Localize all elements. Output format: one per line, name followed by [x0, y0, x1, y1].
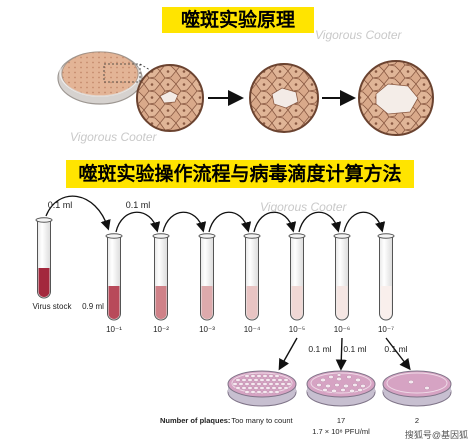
dilution-label-3: 10⁻³ [199, 325, 215, 334]
dilution-tube-6 [333, 233, 351, 321]
procedure-title: 噬斑实验操作流程与病毒滴度计算方法 [66, 160, 414, 188]
plating-row: 0.1 ml 0.1 ml 0.1 ml [227, 337, 452, 407]
cell-layer-stage-3 [358, 60, 434, 136]
watermark-1: Vigorous Cooter [315, 28, 402, 42]
plate-1-count: Too many to count [231, 416, 293, 425]
diluent-volume-label: 0.9 ml [82, 302, 104, 311]
plating-volume-label-3: 0.1 ml [384, 344, 407, 354]
dilution-label-7: 10⁻⁷ [378, 325, 394, 334]
transfer-arrow-1 [115, 211, 161, 233]
transfer-arrow-6 [343, 211, 386, 233]
dilution-tube-2 [152, 233, 170, 321]
virus-stock-tube [35, 217, 53, 299]
plate-3-count: 2 [415, 416, 419, 425]
transfer-arrow-2 [162, 211, 207, 233]
plate-2-count: 17 [337, 416, 345, 425]
dilution-tube-3-liquid [201, 286, 213, 319]
dilution-tube-7-liquid [380, 286, 392, 319]
dilution-tube-4-liquid [246, 286, 258, 319]
stock-transfer-label: 0.1 ml [48, 200, 73, 210]
stock-label: Virus stock [33, 302, 73, 311]
transfer-arrow-3 [208, 211, 252, 233]
plaques-label: Number of plaques: [160, 416, 230, 425]
watermark-2: Vigorous Cooter [70, 130, 157, 144]
petri-dish [57, 47, 151, 119]
dilution-tube-5 [288, 233, 306, 321]
plating-arrow-1 [278, 337, 298, 371]
dilution-label-4: 10⁻⁴ [244, 325, 261, 334]
plating-volume-label-1: 0.1 ml [308, 344, 331, 354]
watermark-3: Vigorous Cooter [260, 200, 347, 214]
dilution-tube-1 [105, 233, 123, 321]
dilution-label-6: 10⁻⁶ [334, 325, 350, 334]
principle-title: 噬斑实验原理 [162, 7, 314, 33]
cell-layer-stage-2 [249, 63, 319, 133]
plate-3 [382, 370, 452, 407]
dilution-label-5: 10⁻⁵ [289, 325, 305, 334]
plating-arrow-3 [385, 337, 411, 371]
dilution-tube-1-liquid [108, 286, 120, 319]
dilution-tube-5-liquid [291, 286, 303, 319]
dilution-tube-6-liquid [336, 286, 348, 319]
transfer-arrow-4 [253, 211, 297, 233]
virus-stock-tube-liquid [38, 268, 50, 297]
titer-label: 1.7 × 10⁸ PFU/ml [312, 427, 370, 436]
dilution-label-2: 10⁻² [153, 325, 169, 334]
transfer-arrow-5 [298, 211, 342, 233]
dilution-tube-7 [377, 233, 395, 321]
dilution-series: 10⁻¹ 10⁻² 10⁻³ 10⁻⁴ 10⁻⁵ 10⁻⁶ 10⁻⁷ 0.1 ml [35, 195, 395, 334]
cell-layer-stage-1 [136, 64, 204, 132]
footer-watermark: 搜狐号@基因狐 [405, 429, 468, 440]
plating-volume-label-2: 0.1 ml [343, 344, 366, 354]
dilution-tube-2-liquid [155, 286, 167, 319]
dilution-label-1: 10⁻¹ [106, 325, 122, 334]
plate-2 [306, 370, 376, 407]
plating-arrow-2 [335, 337, 347, 371]
transfer-volume-label: 0.1 ml [126, 200, 151, 210]
dilution-tube-3 [198, 233, 216, 321]
plate-1 [227, 370, 297, 407]
dilution-tube-4 [243, 233, 261, 321]
transfer-arrow-stock [45, 195, 111, 231]
